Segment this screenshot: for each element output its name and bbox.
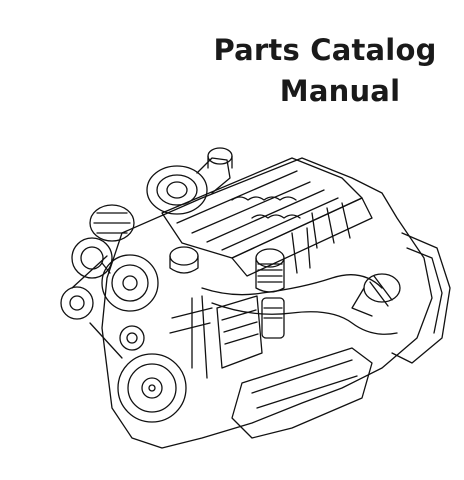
engine-illustration: [52, 138, 454, 470]
turbocharger: [146, 147, 233, 215]
flywheel-housing: [391, 232, 451, 364]
valve-cover: [161, 157, 363, 259]
alternator: [89, 204, 135, 242]
cover-title-line-1: Parts Catalog: [213, 33, 437, 67]
cover-title: Parts Catalog Manual: [190, 30, 450, 112]
engine-block-outline: [101, 157, 433, 449]
oil-filler-cap: [169, 246, 199, 274]
cover-title-line-2: Manual: [279, 74, 401, 108]
front-pulleys: [60, 237, 187, 423]
starter-motor: [351, 273, 401, 317]
wiring-harness: [201, 274, 398, 335]
ecu-module: [216, 295, 263, 369]
oil-pan: [231, 347, 373, 439]
